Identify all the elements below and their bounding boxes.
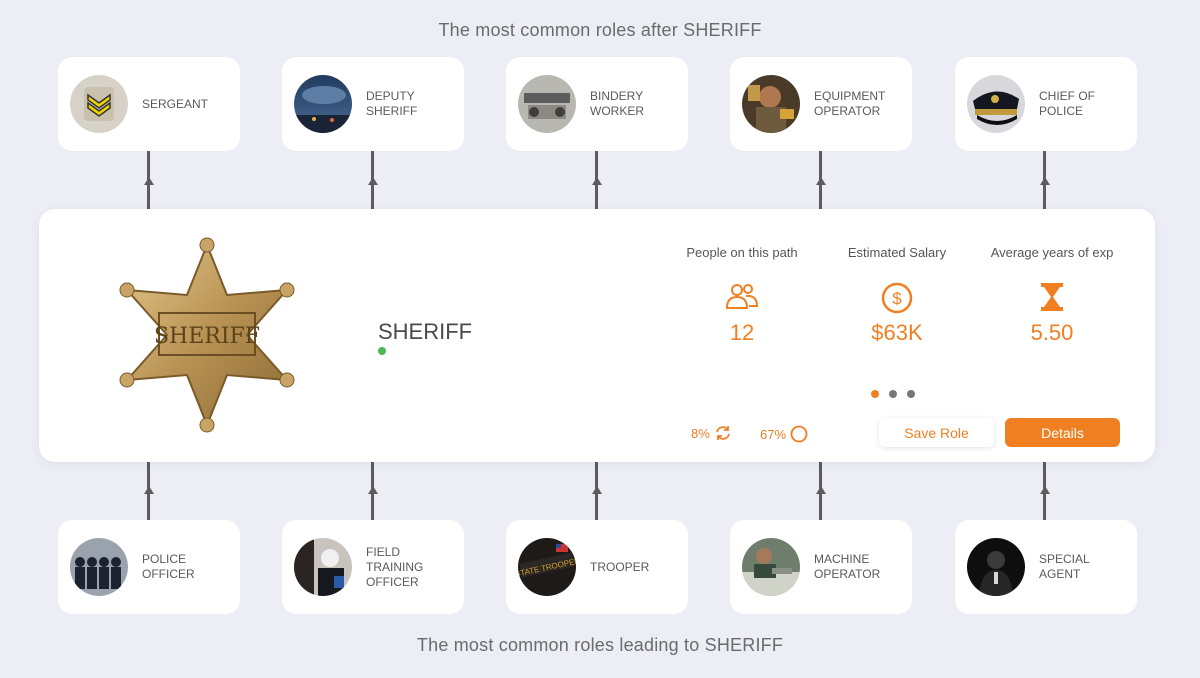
svg-text:SHERIFF: SHERIFF [154,324,260,349]
role-card-deputy-sheriff[interactable]: DEPUTY SHERIFF [282,57,464,151]
stat-label: Average years of exp [990,245,1114,260]
stat-salary: Estimated Salary $ $63K [817,245,977,346]
state-trooper-photo: STATE TROOPER [518,538,576,596]
role-label: TROOPER [590,559,650,574]
arrow-up-icon [816,177,826,185]
current-role-card: SHERIFF SHERIFF People on this path 12 E… [39,209,1155,462]
stat-value: 5.50 [1030,320,1074,345]
role-card-trooper[interactable]: STATE TROOPER TROOPER [506,520,688,614]
pager-dot[interactable] [907,390,915,398]
officer-photo [294,538,352,596]
arrow-up-icon [816,486,826,494]
stat-experience: Average years of exp 5.50 [972,245,1132,346]
status-dot [378,347,386,355]
svg-text:$: $ [892,289,902,308]
role-label: FIELD TRAINING OFFICER [366,544,424,589]
dollar-icon: $ [881,282,913,314]
role-card-equipment-operator[interactable]: EQUIPMENT OPERATOR [730,57,912,151]
people-icon [725,284,759,309]
role-card-police-officer[interactable]: POLICE OFFICER [58,520,240,614]
arrow-up-icon [144,486,154,494]
role-card-machine-operator[interactable]: MACHINE OPERATOR [730,520,912,614]
pager-dot[interactable] [871,390,879,398]
arrow-up-icon [1040,486,1050,494]
night-sky-photo [294,75,352,133]
roles-after-title: The most common roles after SHERIFF [438,20,762,40]
role-card-chief-of-police[interactable]: CHIEF OF POLICE [955,57,1137,151]
turnover-stat: 8% [691,425,732,441]
stat-label: Estimated Salary [847,245,947,260]
retention-stat: 67% [760,425,808,443]
role-label: SERGEANT [142,96,209,111]
role-card-sergeant[interactable]: SERGEANT [58,57,240,151]
roles-leading-title: The most common roles leading to SHERIFF [416,635,784,655]
stat-value: 12 [729,320,755,345]
police-line-photo [70,538,128,596]
hourglass-icon [1041,283,1063,311]
turnover-value: 8% [691,425,710,441]
role-label: SPECIAL AGENT [1039,552,1090,581]
arrow-up-icon [144,177,154,185]
arrow-up-icon [592,486,602,494]
role-label: EQUIPMENT OPERATOR [814,89,886,118]
role-label: MACHINE OPERATOR [814,552,881,581]
arrow-up-icon [368,486,378,494]
role-label: DEPUTY SHERIFF [366,89,418,118]
role-label: POLICE OFFICER [142,552,195,581]
pager-dot[interactable] [889,390,897,398]
sheriff-badge-icon: SHERIFF [117,235,297,435]
role-card-field-training-officer[interactable]: FIELD TRAINING OFFICER [282,520,464,614]
carousel-pager [871,390,915,398]
sergeant-chevron-photo [70,75,128,133]
arrow-up-icon [1040,177,1050,185]
role-card-special-agent[interactable]: SPECIAL AGENT [955,520,1137,614]
role-title: SHERIFF [378,319,473,344]
police-cap-photo [967,75,1025,133]
details-button[interactable]: Details [1005,418,1120,447]
role-card-bindery-worker[interactable]: BINDERY WORKER [506,57,688,151]
stat-people: People on this path 12 [662,245,822,346]
circle-icon [790,425,808,443]
machine-photo [518,75,576,133]
refresh-icon [715,426,730,440]
role-label: BINDERY WORKER [590,89,644,118]
role-label: CHIEF OF POLICE [1039,89,1095,118]
arrow-up-icon [592,177,602,185]
save-role-button[interactable]: Save Role [879,418,994,447]
stat-value: $63K [871,320,923,345]
arrow-up-icon [368,177,378,185]
worker-photo [742,75,800,133]
machine-operator-photo [742,538,800,596]
stat-label: People on this path [686,245,798,260]
retention-value: 67% [760,426,787,442]
agent-silhouette-photo [967,538,1025,596]
